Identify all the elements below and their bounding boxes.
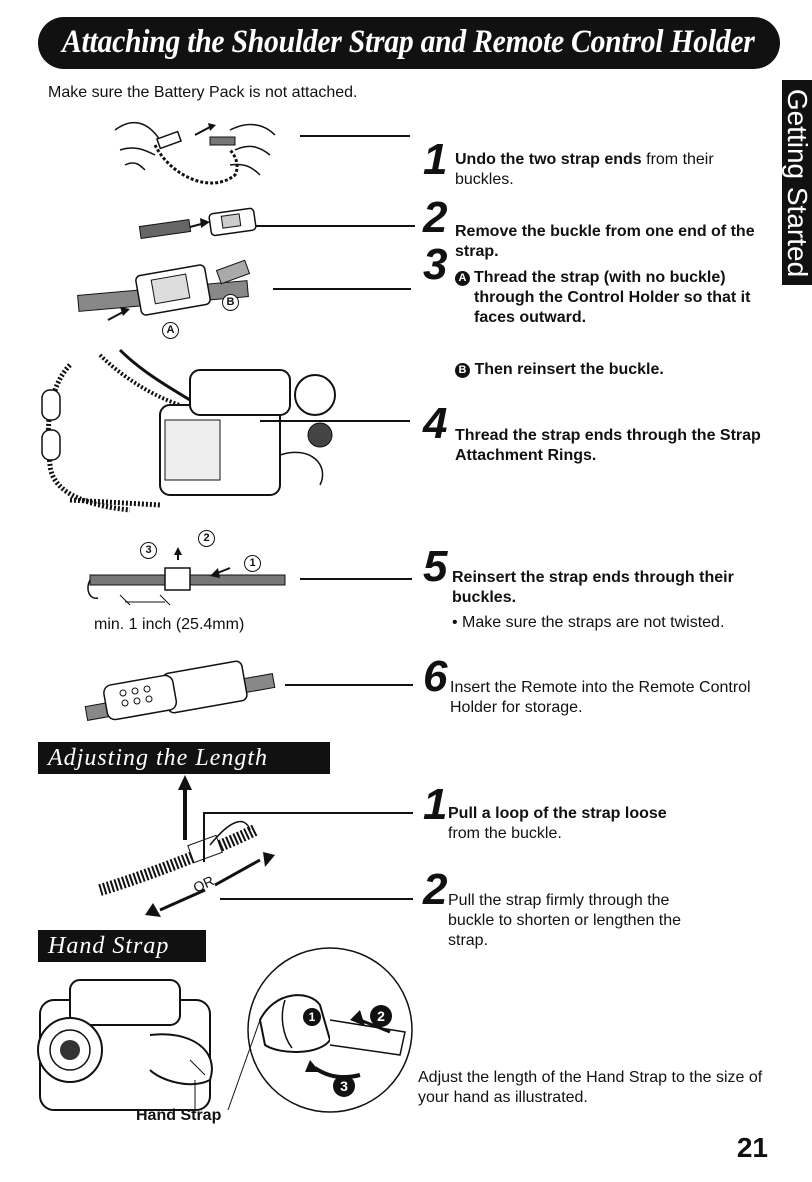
page-title-bar: Attaching the Shoulder Strap and Remote …: [38, 17, 780, 69]
step-text: Thread the strap ends through the Strap …: [455, 427, 761, 464]
step-text-a: Thread the strap (with no buckle) throug…: [474, 269, 751, 326]
min-length-label: min. 1 inch (25.4mm): [94, 616, 245, 633]
step-number: 3: [423, 240, 448, 289]
illustration-remote-holder: [84, 660, 276, 721]
section-tab: Getting Started: [782, 80, 812, 285]
illustration-adjust-length: [98, 775, 275, 917]
step-number: 2: [423, 865, 448, 914]
intro-note: Make sure the Battery Pack is not attach…: [48, 84, 358, 101]
step-text-rest: from the buckle.: [448, 825, 562, 842]
leader-line: [300, 135, 410, 137]
illustration-hand-strap: [37, 947, 413, 1113]
leader-line: [273, 288, 411, 290]
step-text-b: Then reinsert the buckle.: [474, 361, 664, 378]
page-number: 21: [736, 1132, 768, 1163]
marker-a: A: [162, 322, 179, 339]
illustration-thread-holder: [77, 259, 251, 321]
step-text: Remove the buckle from one end of the st…: [455, 223, 755, 260]
marker-3: 3: [333, 1075, 355, 1097]
step-bullet: • Make sure the straps are not twisted.: [452, 614, 725, 631]
leader-line: [300, 578, 412, 580]
marker-1: 1: [244, 555, 261, 572]
leader-line: [220, 898, 413, 900]
step-text: Undo the two strap ends from their buckl…: [455, 150, 775, 190]
section-heading-adjusting: Adjusting the Length: [38, 742, 330, 774]
section-heading-hand-strap: Hand Strap: [38, 930, 206, 962]
illustration-undo-strap: [114, 121, 276, 185]
step-text-rest: from their buckles.: [455, 151, 714, 188]
step-number: 2: [423, 193, 448, 242]
hand-strap-label: Hand Strap: [136, 1107, 222, 1124]
step-text: Reinsert the strap ends through their bu…: [452, 569, 734, 606]
marker-a: A: [455, 271, 470, 286]
hand-strap-text: Adjust the length of the Hand Strap to t…: [418, 1069, 763, 1106]
step-text: B Then reinsert the buckle.: [455, 360, 775, 380]
step-text-bold: Undo the two strap ends: [455, 151, 642, 168]
step-number: 5: [423, 542, 448, 591]
illustration-reinsert-buckle: [87, 547, 286, 606]
marker-3: 3: [140, 542, 157, 559]
marker-2: 2: [370, 1005, 392, 1027]
step-number: 6: [423, 652, 448, 701]
step-number: 1: [423, 780, 448, 829]
page-title: Attaching the Shoulder Strap and Remote …: [62, 24, 755, 60]
step-text: Pull a loop of the strap loose from the …: [448, 804, 768, 844]
illustration-remove-buckle: [138, 207, 257, 239]
step-number: 1: [423, 135, 448, 184]
leader-line: [260, 420, 410, 422]
step-text: A: [455, 268, 780, 288]
marker-b: B: [222, 294, 239, 311]
marker-1: 1: [303, 1008, 321, 1026]
step-number: 4: [423, 399, 448, 448]
illustration-camcorder-strap: [41, 348, 336, 513]
step-text: Insert the Remote into the Remote Contro…: [450, 679, 751, 716]
leader-line: [203, 812, 413, 814]
step-text-bold: Pull a loop of the strap loose: [448, 805, 667, 822]
leader-line: [255, 225, 415, 227]
section-tab-label: Getting Started: [782, 88, 812, 277]
step-text: Pull the strap firmly through the buckle…: [448, 892, 682, 949]
marker-b: B: [455, 363, 470, 378]
leader-line: [285, 684, 413, 686]
marker-2: 2: [198, 530, 215, 547]
leader-line: [203, 812, 205, 862]
